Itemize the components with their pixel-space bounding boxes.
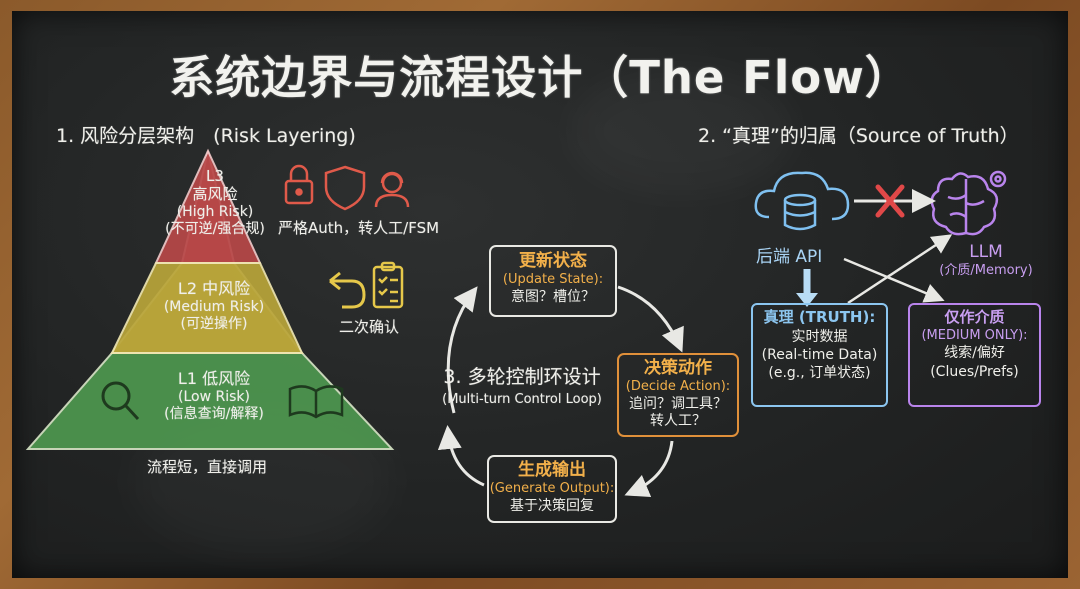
step-generate-output: 生成输出 (Generate Output): 基于决策回复 [487,455,617,523]
l2-level: L2 中风险 [177,279,251,298]
search-icon [101,381,140,421]
chalkboard: 系统边界与流程设计（The Flow） 1. 风险分层架构 (Risk Laye… [12,11,1068,578]
l3-en: (High Risk) [176,203,254,220]
shield-icon [324,165,366,211]
loop-arrow [624,440,674,498]
step-update-state: 更新状态 (Update State): 意图？槽位？ [489,245,617,317]
medium-line: 线索/偏好 [944,345,1005,362]
loop-title: 3. 多轮控制环设计 (Multi-turn Control Loop) [422,365,622,408]
l1-desc: (信息查询/解释) [164,405,264,422]
lock-icon [284,164,314,205]
book-icon [288,385,344,419]
section-heading-risk: 1. 风险分层架构 (Risk Layering) [56,125,356,147]
cross-arrow [843,257,945,303]
medium-en: (MEDIUM ONLY): [921,327,1028,343]
llm-label: LLM (介质/Memory) [936,242,1036,280]
step-decide-action: 决策动作 (Decide Action): 追问？调工具？ 转人工？ [617,353,739,437]
clipboard-checklist-icon [372,261,404,309]
llm-sub: (介质/Memory) [939,263,1033,279]
step-desc: 转人工？ [650,413,706,429]
step-title: 更新状态 [519,251,587,271]
l3-level: L3 [206,167,224,185]
pyramid-l1-label: L1 低风险 (Low Risk) (信息查询/解释) [114,369,314,423]
l3-name: 高风险 [192,185,238,204]
step-en: (Generate Output): [489,481,615,497]
loop-arrow [446,286,478,414]
api-label: 后端 API [756,247,823,267]
undo-icon [329,271,366,309]
pyramid-l2-label: L2 中风险 (Medium Risk) (可逆操作) [124,279,304,333]
loop-arrow [617,285,684,353]
l1-en: (Low Risk) [178,388,250,405]
cloud-database-icon [754,171,850,231]
truth-title: 真理 (TRUTH): [763,308,876,326]
l1-level: L1 低风险 [177,369,251,388]
cross-arrow [847,234,953,305]
l2-desc: (可逆操作) [180,315,248,332]
medium-title: 仅作介质 [944,308,1005,326]
truth-box: 真理 (TRUTH): 实时数据 (Real-time Data) (e.g.,… [751,303,888,407]
l2-note: 二次确认 [339,318,400,336]
loop-arrow [437,425,485,487]
support-agent-icon [374,171,410,208]
step-title: 生成输出 [518,460,586,480]
step-title: 决策动作 [644,358,712,378]
truth-line: (e.g., 订单状态) [768,364,871,381]
section-heading-truth: 2. “真理”的归属（Source of Truth） [698,125,1019,147]
pyramid-l3-label: L3 高风险 (High Risk) (不可逆/强合规) [150,167,280,238]
l2-en: (Medium Risk) [163,298,265,315]
cross-icon [875,184,905,218]
l3-desc: (不可逆/强合规) [165,220,265,237]
step-desc: 基于决策回复 [510,497,594,514]
medium-box: 仅作介质 (MEDIUM ONLY): 线索/偏好 (Clues/Prefs) [908,303,1041,407]
diagram-graphics [25,148,1007,498]
truth-line: (Real-time Data) [761,346,878,363]
llm-name: LLM [969,242,1003,262]
brain-icon [930,170,1007,236]
step-en: (Decide Action): [625,379,731,395]
step-desc: 意图？槽位？ [511,288,595,305]
step-en: (Update State): [502,272,604,288]
loop-title-text: 3. 多轮控制环设计 [443,366,601,388]
medium-line: (Clues/Prefs) [930,363,1019,380]
step-desc: 追问？调工具？ [629,395,727,412]
loop-subtitle: (Multi-turn Control Loop) [442,391,602,407]
l1-note: 流程短，直接调用 [147,458,268,476]
page-title: 系统边界与流程设计（The Flow） [169,51,911,104]
truth-line: 实时数据 [791,328,848,345]
l3-note: 严格Auth，转人工/FSM [278,219,440,237]
